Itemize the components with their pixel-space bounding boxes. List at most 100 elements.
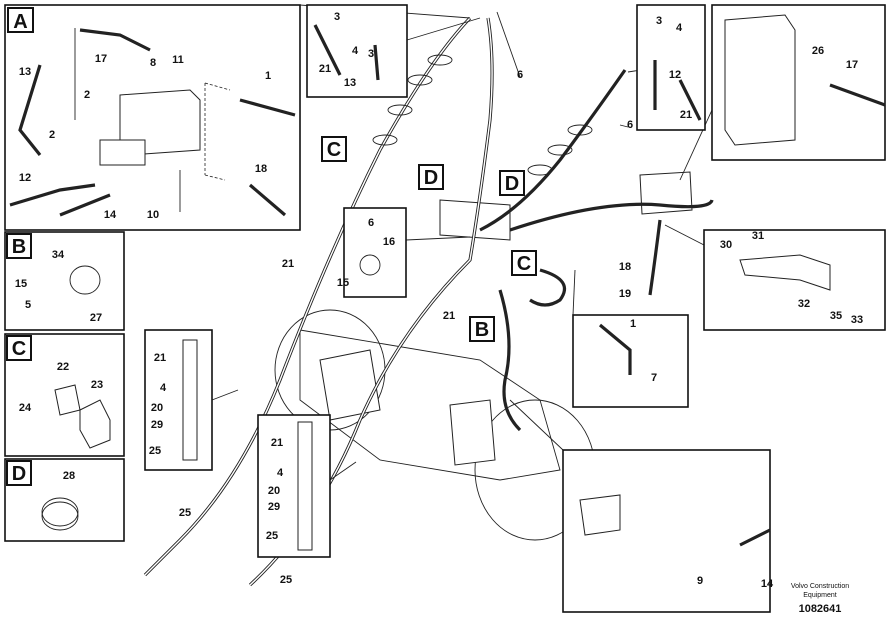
callout: 2 <box>49 129 55 141</box>
footer: Volvo Construction Equipment 1082641 <box>791 583 849 615</box>
callout: 30 <box>720 239 732 251</box>
detail-b-panel: B 34 15 5 27 <box>4 231 125 331</box>
callout: 28 <box>63 470 75 482</box>
callout: 5 <box>25 299 31 311</box>
callout: 31 <box>752 230 764 242</box>
callout: 15 <box>15 278 27 290</box>
callout: 35 <box>830 310 842 322</box>
callout: 29 <box>268 501 280 513</box>
callout: 14 <box>104 209 117 221</box>
callout: 18 <box>619 261 631 273</box>
detail-axle-fitting: 9 14 <box>562 449 774 613</box>
solenoid <box>99 139 146 166</box>
axle-housing <box>299 329 561 481</box>
detail-hose-1: 21 4 20 29 25 <box>144 329 213 471</box>
differential-block <box>319 349 381 421</box>
callout: 1 <box>630 318 636 330</box>
detail-d-panel: D 28 <box>4 458 125 542</box>
callout: 4 <box>277 467 284 479</box>
detail-fitting: 1 7 <box>572 314 689 408</box>
callout: 11 <box>172 54 184 66</box>
callout: 4 <box>160 382 167 394</box>
callout: 1 <box>265 70 271 82</box>
callout: 26 <box>812 45 824 57</box>
company-division: Equipment <box>803 592 837 599</box>
callout: 21 <box>443 310 455 322</box>
detail-bracket: 30 31 32 35 33 <box>703 229 886 331</box>
hose-14 <box>59 193 111 217</box>
detail-valve: 26 17 <box>711 4 886 161</box>
callout: 13 <box>19 66 31 78</box>
callout: 18 <box>255 163 267 175</box>
main-labels: 6 6 21 21 18 19 25 25 <box>179 69 633 586</box>
detail-clamp: 6 16 15 <box>337 207 407 298</box>
callout: 34 <box>52 249 65 261</box>
callout: 3 <box>656 15 662 27</box>
tag-a-label: A <box>13 11 27 33</box>
tag-a <box>7 7 34 33</box>
callout: 16 <box>383 236 395 248</box>
callout: 25 <box>179 507 191 519</box>
callout: 21 <box>282 258 294 270</box>
callout: 13 <box>344 77 356 89</box>
hose-b <box>498 289 522 432</box>
callout: 12 <box>669 69 681 81</box>
callout: 10 <box>147 209 159 221</box>
hose-18 <box>248 183 287 217</box>
callout: 6 <box>517 69 523 81</box>
callout: 3 <box>368 48 374 60</box>
callout: 12 <box>19 172 31 184</box>
hose-17 <box>79 28 151 52</box>
callout: 4 <box>352 45 359 57</box>
callout: 29 <box>151 419 163 431</box>
detail-c-panel: C 22 23 24 <box>4 333 125 457</box>
tag-b-main: B <box>475 319 489 341</box>
axle-bracket <box>449 399 496 466</box>
hose-1 <box>239 98 296 117</box>
tag-c-label: C <box>12 338 26 360</box>
callout: 22 <box>57 361 69 373</box>
tag-d-label: D <box>12 463 26 485</box>
callout: 25 <box>266 530 278 542</box>
hose-6-right <box>479 69 627 232</box>
callout: 9 <box>697 575 703 587</box>
callout: 23 <box>91 379 103 391</box>
callout: 21 <box>154 352 166 364</box>
tag-b-label: B <box>12 236 26 258</box>
callout: 27 <box>90 312 102 324</box>
hose-13 <box>18 64 42 156</box>
callout: 33 <box>851 314 863 326</box>
tag-b <box>6 233 32 259</box>
callout: 8 <box>150 57 156 69</box>
callout: 21 <box>680 109 692 121</box>
callout: 14 <box>761 578 774 590</box>
detail-top-fittings: 3 4 3 21 13 <box>306 4 408 98</box>
labels-a: 17 13 8 11 1 2 2 18 12 14 10 <box>19 53 271 221</box>
callout: 21 <box>319 63 331 75</box>
main-assembly <box>143 4 714 587</box>
callout: 32 <box>798 298 810 310</box>
hose-clips <box>372 54 593 176</box>
callout: 17 <box>846 59 858 71</box>
part-number: 1082641 <box>799 603 842 615</box>
tag-c <box>6 335 32 361</box>
tag-d-main-2: D <box>505 173 519 195</box>
callout: 25 <box>149 445 161 457</box>
main-tags: C D D C B <box>321 136 537 342</box>
tag-d-main-1: D <box>424 167 438 189</box>
callout: 6 <box>368 217 374 229</box>
callout: 15 <box>337 277 349 289</box>
detail-top-right-fittings: 3 4 12 21 <box>636 4 706 131</box>
hose-loop <box>529 268 566 307</box>
detail-hose-2: 21 4 20 29 25 <box>257 414 331 558</box>
callout: 20 <box>268 485 280 497</box>
tag-c-main: C <box>327 139 341 161</box>
callout: 6 <box>627 119 633 131</box>
tag-c-main-2: C <box>517 253 531 275</box>
callout: 3 <box>334 11 340 23</box>
callout: 25 <box>280 574 292 586</box>
callout: 24 <box>19 402 32 414</box>
callout: 7 <box>651 372 657 384</box>
